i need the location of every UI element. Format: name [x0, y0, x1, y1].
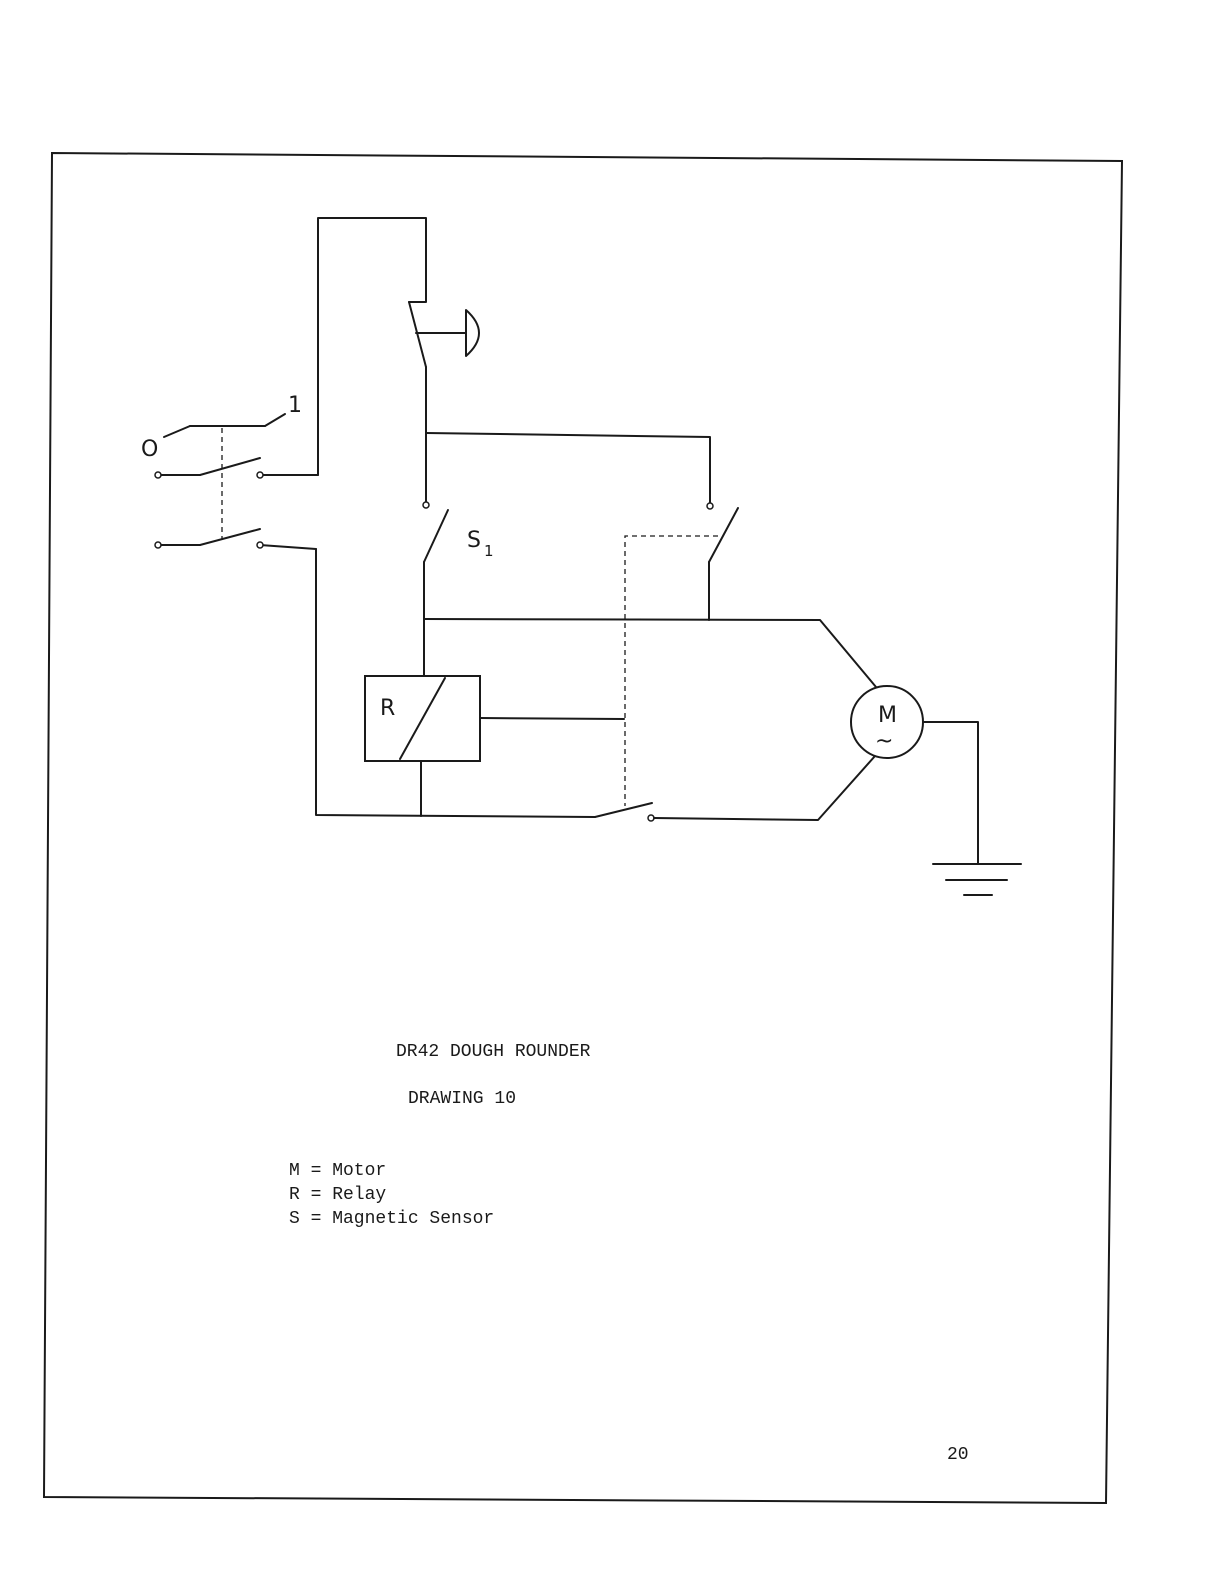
legend-item: R = Relay [289, 1183, 494, 1207]
main-switch: O 1 [141, 393, 318, 549]
drawing-label: DRAWING 10 [408, 1089, 516, 1109]
relay-label: R [380, 696, 395, 721]
motor: M ~ [851, 686, 923, 758]
legend-item: S = Magnetic Sensor [289, 1207, 494, 1231]
legend: M = Motor R = Relay S = Magnetic Sensor [289, 1159, 494, 1231]
sensor-subscript: 1 [484, 542, 494, 560]
sensor-label: S [467, 528, 481, 553]
legend-item: M = Motor [289, 1159, 494, 1183]
magnetic-sensor-s1: S 1 [424, 510, 494, 676]
relay: R [365, 676, 624, 761]
motor-label: M [878, 703, 897, 728]
motor-ac-symbol: ~ [875, 729, 893, 754]
relay-contact-upper [709, 508, 738, 620]
emergency-stop-button [409, 302, 479, 367]
switch-off-label: O [141, 437, 158, 462]
page-border [44, 153, 1122, 1503]
switch-on-label: 1 [288, 393, 302, 418]
page-number: 20 [947, 1445, 969, 1465]
diagram-title: DR42 DOUGH ROUNDER [396, 1042, 590, 1062]
ground-icon [933, 864, 1021, 895]
